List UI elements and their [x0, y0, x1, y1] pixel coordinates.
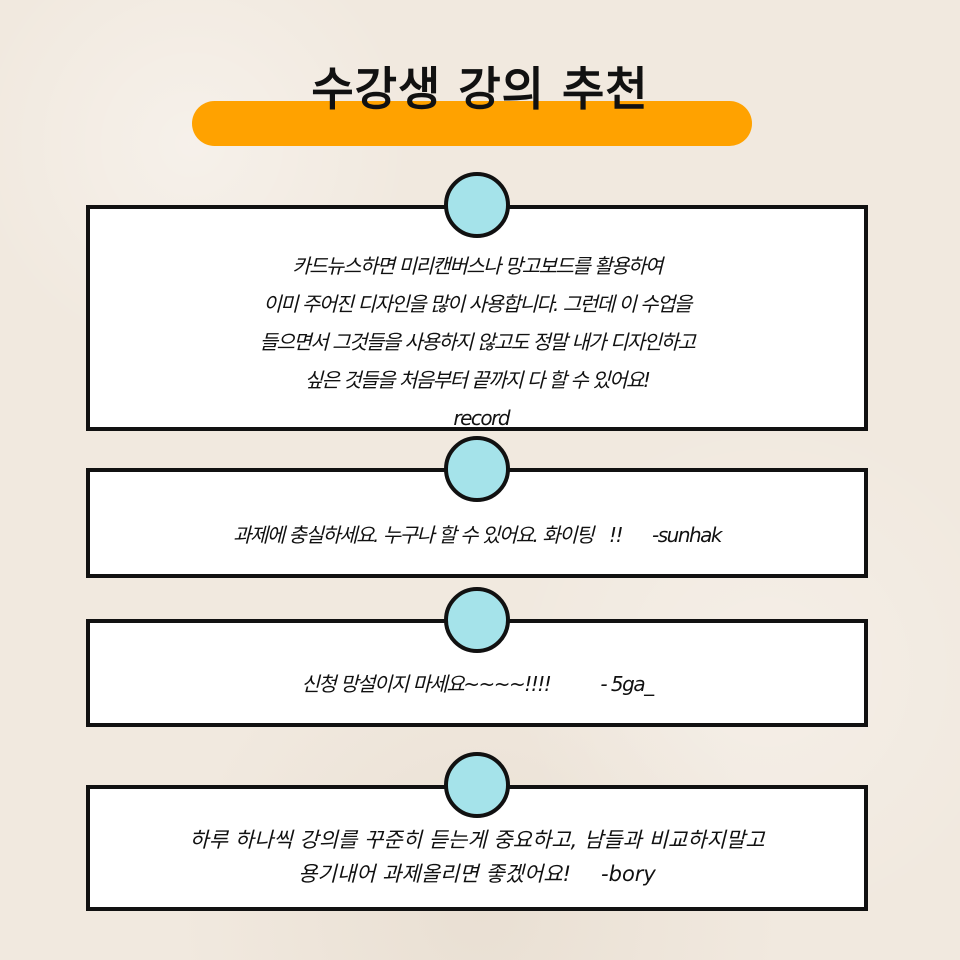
review-exclaim: !! — [608, 523, 624, 547]
review-text: 신청 망설이지 마세요~~~~!!!! - 5ga_ — [90, 669, 864, 699]
review-bullet-dot — [444, 436, 510, 502]
review-text: 하루 하나씩 강의를 꾸준히 듣는게 중요하고, 남들과 비교하지말고 용기내어… — [90, 823, 864, 891]
page-title: 수강생 강의 추천 — [311, 62, 649, 116]
review-card-record: 카드뉴스하면 미리캔버스나 망고보드를 활용하여 이미 주어진 디자인을 많이 … — [86, 205, 868, 431]
review-line: 이미 주어진 디자인을 많이 사용합니다. 그런데 이 수업을 — [263, 292, 692, 316]
review-text: 과제에 충실하세요. 누구나 할 수 있어요. 화이팅!! -sunhak — [90, 520, 864, 550]
review-card-sunhak: 과제에 충실하세요. 누구나 할 수 있어요. 화이팅!! -sunhak — [86, 468, 868, 578]
review-author: -sunhak — [652, 523, 723, 547]
review-line-with-author: 용기내어 과제올리면 좋겠어요! -bory — [90, 857, 864, 891]
review-bullet-dot — [444, 752, 510, 818]
title-highlight-bar — [192, 101, 752, 146]
header: 수강생 강의 추천 — [0, 0, 960, 160]
review-author: - 5ga_ — [600, 672, 654, 696]
review-line: 과제에 충실하세요. 누구나 할 수 있어요. 화이팅 — [232, 523, 594, 547]
review-text: 카드뉴스하면 미리캔버스나 망고보드를 활용하여 이미 주어진 디자인을 많이 … — [90, 247, 864, 437]
review-author: _record — [444, 406, 511, 430]
review-bullet-dot — [444, 587, 510, 653]
review-line: 싶은 것들을 처음부터 끝까지 다 할 수 있어요! — [304, 368, 651, 392]
review-author: -bory — [601, 862, 656, 886]
review-line: 카드뉴스하면 미리캔버스나 망고보드를 활용하여 — [292, 254, 663, 278]
review-line: 용기내어 과제올리면 좋겠어요! — [298, 862, 572, 886]
review-line: 신청 망설이지 마세요~~~~!!!! — [301, 672, 551, 696]
review-bullet-dot — [444, 172, 510, 238]
review-line: 들으면서 그것들을 사용하지 않고도 정말 내가 디자인하고 — [259, 330, 696, 354]
review-line: 하루 하나씩 강의를 꾸준히 듣는게 중요하고, 남들과 비교하지말고 — [189, 828, 765, 852]
